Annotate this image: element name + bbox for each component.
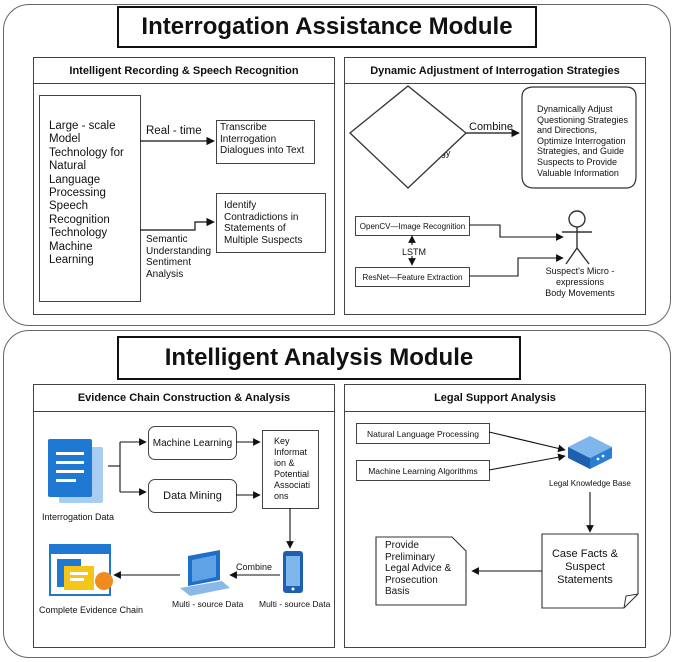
identify-box	[216, 193, 326, 253]
interrogation-data-label: Interrogation Data	[42, 512, 115, 522]
key-info-text: Key Informat ion & Potential Associati o…	[274, 436, 311, 501]
knowledge-base-label: Legal Knowledge Base	[549, 479, 631, 488]
advice-text: Provide Preliminary Legal Advice & Prose…	[385, 540, 452, 597]
multi-source-label-1: Multi - source Data	[172, 599, 244, 609]
tech-stack-text: Large - scale Model Technology for Natur…	[49, 120, 124, 267]
opencv-box: OpenCV—Image Recognition	[355, 216, 470, 236]
assistance-module-title: Interrogation Assistance Module	[117, 6, 537, 48]
complete-chain-label: Complete Evidence Chain	[39, 605, 144, 615]
suspect-label: Suspect's Micro - expressions Body Movem…	[545, 266, 615, 298]
transcribe-text: Transcribe Interrogation Dialogues into …	[220, 122, 305, 156]
data-mining-box: Data Mining	[148, 479, 237, 513]
evidence-panel-heading: Evidence Chain Construction & Analysis	[34, 385, 334, 412]
multi-source-label-2: Multi - source Data	[259, 599, 331, 609]
lstm-label: LSTM	[402, 247, 427, 257]
adjust-strategy-text: Dynamically Adjust Questioning Strategie…	[537, 104, 629, 178]
strategy-combine-label: Combine	[469, 121, 514, 133]
strategy-panel-heading: Dynamic Adjustment of Interrogation Stra…	[345, 58, 645, 84]
identify-text: Identify Contradictions in Statements of…	[224, 200, 303, 246]
nlp-box: Natural Language Processing	[356, 423, 490, 444]
resnet-box: ResNet—Feature Extraction	[355, 267, 470, 287]
ml-algorithms-box: Machine Learning Algorithms	[356, 460, 490, 481]
diamond-subtext: Large - scale Model Technology	[378, 137, 451, 158]
tech-stack-box	[39, 95, 141, 302]
semantic-label: Semantic Understanding Sentiment Analysi…	[146, 234, 212, 280]
realtime-label: Real - time	[146, 125, 202, 137]
machine-learning-box: Machine Learning	[148, 426, 237, 460]
transcribe-box	[216, 120, 315, 164]
legal-panel-heading: Legal Support Analysis	[345, 385, 645, 412]
facts-text: Case Facts & Suspect Statements	[551, 548, 619, 586]
analysis-module-title: Intelligent Analysis Module	[117, 336, 521, 380]
recording-panel-heading: Intelligent Recording & Speech Recogniti…	[34, 58, 334, 84]
evidence-combine-label: Combine	[236, 562, 273, 572]
qlearning-label: Q-Learning	[380, 120, 438, 132]
